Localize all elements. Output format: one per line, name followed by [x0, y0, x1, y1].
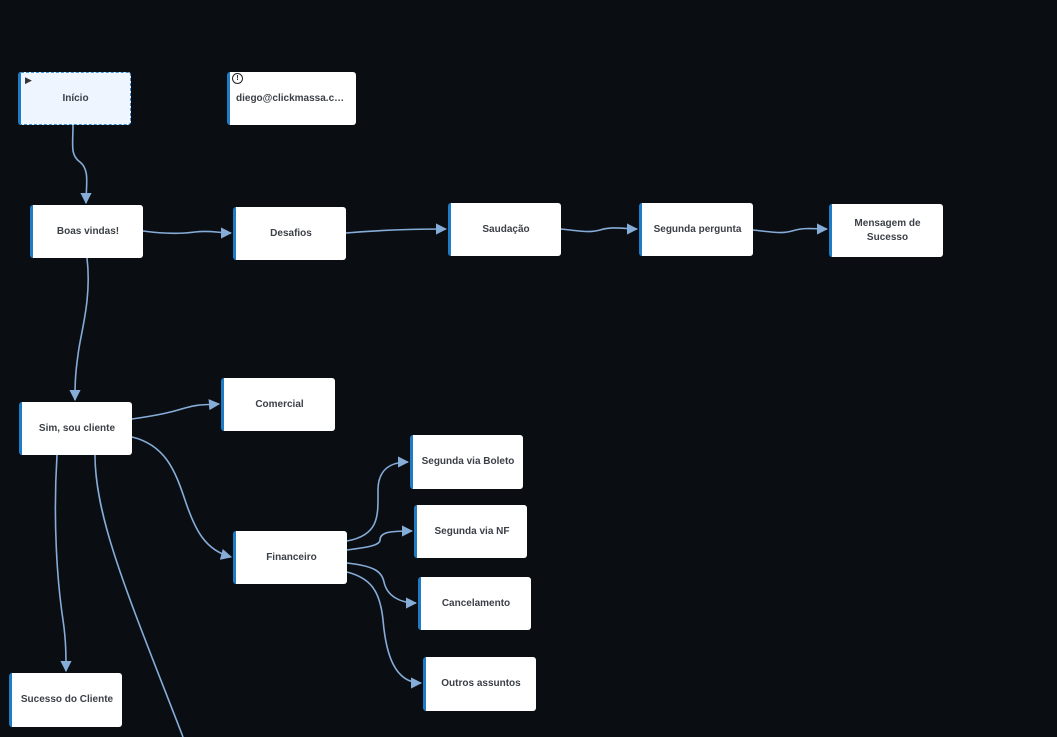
edge-offscreen-0[interactable]: [94, 454, 184, 737]
node-segunda-via-nf[interactable]: Segunda via NF: [414, 505, 527, 558]
node-label: diego@clickmassa.com.br: [236, 92, 356, 104]
edge-financeiro-to-outros-assuntos[interactable]: [346, 571, 423, 689]
edge-financeiro-to-segunda-via-boleto[interactable]: [346, 456, 410, 542]
node-desafios[interactable]: Desafios: [233, 207, 346, 260]
node-label: Início: [62, 92, 89, 104]
node-inicio[interactable]: ▶ Início: [18, 72, 131, 125]
node-segunda-pergunta[interactable]: Segunda pergunta: [639, 203, 753, 256]
node-boas-vindas[interactable]: Boas vindas!: [30, 205, 143, 258]
node-financeiro[interactable]: Financeiro: [233, 531, 347, 584]
info-icon: !: [232, 73, 243, 84]
node-label: Segunda via NF: [434, 525, 510, 537]
play-icon: ▶: [25, 75, 32, 85]
node-label: Comercial: [255, 398, 304, 410]
edge-financeiro-to-segunda-via-nf[interactable]: [346, 525, 414, 551]
edge-saudacao-to-segunda-pergunta[interactable]: [560, 223, 639, 235]
node-mensagem-de-sucesso[interactable]: Mensagem de Sucesso: [829, 204, 943, 257]
node-label: Segunda pergunta: [653, 223, 742, 235]
node-comercial[interactable]: Comercial: [221, 378, 335, 431]
node-label: Outros assuntos: [441, 678, 521, 689]
node-label: Sucesso do Cliente: [20, 694, 114, 705]
node-label: Mensagem de Sucesso: [854, 217, 921, 243]
edge-boas-vindas-to-sim-sou-cliente[interactable]: [69, 257, 89, 402]
node-saudacao[interactable]: Saudação: [448, 203, 561, 256]
node-outros-assuntos[interactable]: Outros assuntos: [423, 657, 536, 711]
edge-inicio-to-boas-vindas[interactable]: [71, 124, 92, 205]
node-cancelamento[interactable]: Cancelamento: [418, 577, 531, 630]
edge-sim-sou-cliente-to-comercial[interactable]: [131, 399, 221, 420]
node-label: Sim, sou cliente: [38, 422, 116, 434]
node-label: Segunda via Boleto: [421, 456, 515, 467]
node-segunda-via-boleto[interactable]: Segunda via Boleto: [410, 435, 523, 489]
node-sucesso-do-cliente[interactable]: Sucesso do Cliente: [9, 673, 122, 727]
node-label: Boas vindas!: [56, 225, 120, 237]
node-label: Desafios: [270, 227, 312, 239]
node-label: Financeiro: [266, 551, 317, 563]
edge-segunda-pergunta-to-mensagem-sucesso[interactable]: [752, 223, 829, 235]
node-label: Saudação: [482, 223, 530, 235]
edge-desafios-to-saudacao[interactable]: [345, 223, 448, 235]
edge-sim-sou-cliente-to-financeiro[interactable]: [131, 436, 233, 560]
edge-boas-vindas-to-desafios[interactable]: [142, 227, 233, 239]
edge-financeiro-to-cancelamento[interactable]: [346, 562, 418, 609]
node-info[interactable]: ! diego@clickmassa.com.br: [227, 72, 356, 125]
node-sim-sou-cliente[interactable]: Sim, sou cliente: [19, 402, 132, 455]
edge-sim-sou-cliente-to-sucesso-cliente[interactable]: [54, 454, 72, 673]
node-label: Cancelamento: [441, 597, 511, 609]
